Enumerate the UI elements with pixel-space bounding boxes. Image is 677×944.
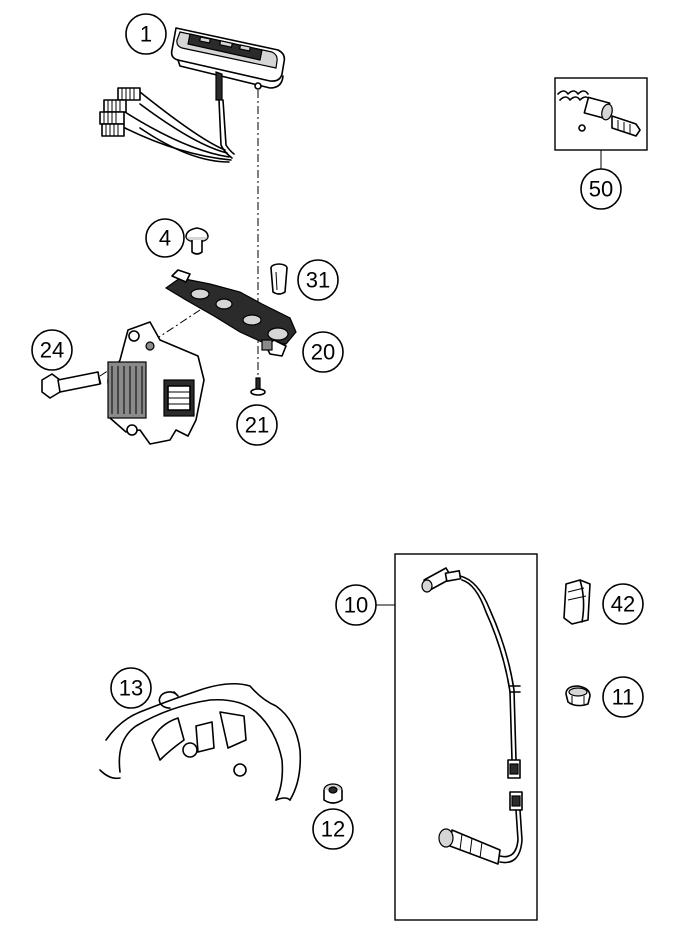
callout-label-4: 4 bbox=[159, 226, 171, 251]
hose-clamp-part[interactable] bbox=[565, 685, 591, 707]
speed-sensor-cable-part[interactable] bbox=[376, 553, 538, 921]
callout-42: 42 bbox=[602, 583, 644, 625]
callout-11: 11 bbox=[602, 676, 644, 718]
sensor-cable-box bbox=[394, 553, 538, 921]
callout-label-31: 31 bbox=[306, 268, 330, 293]
callout-24: 24 bbox=[31, 329, 73, 371]
instrument-bracket-part[interactable] bbox=[164, 269, 297, 357]
brake-disc-section-part[interactable] bbox=[99, 682, 302, 801]
callout-10: 10 bbox=[335, 584, 377, 626]
callout-20: 20 bbox=[302, 331, 344, 373]
callout-1: 1 bbox=[125, 13, 167, 55]
bolt-cap-part[interactable] bbox=[270, 263, 288, 295]
bushing-part[interactable] bbox=[323, 783, 343, 804]
callout-label-21: 21 bbox=[245, 413, 269, 438]
callout-label-12: 12 bbox=[321, 817, 345, 842]
callout-label-50: 50 bbox=[589, 177, 613, 202]
callout-50: 50 bbox=[580, 168, 622, 210]
callout-label-20: 20 bbox=[311, 340, 335, 365]
callout-13: 13 bbox=[110, 667, 152, 709]
callout-label-10: 10 bbox=[344, 593, 368, 618]
callout-21: 21 bbox=[236, 404, 278, 446]
rubber-plug-part[interactable] bbox=[185, 227, 209, 255]
callout-label-42: 42 bbox=[611, 592, 635, 617]
callout-label-11: 11 bbox=[612, 685, 635, 710]
callout-label-24: 24 bbox=[40, 338, 64, 363]
callout-31: 31 bbox=[297, 259, 339, 301]
speedometer-display-part[interactable] bbox=[99, 27, 286, 163]
cable-clip-part[interactable] bbox=[563, 579, 591, 625]
callout-label-1: 1 bbox=[140, 22, 152, 47]
callout-label-13: 13 bbox=[119, 676, 143, 701]
callout-12: 12 bbox=[312, 808, 354, 850]
callout-4: 4 bbox=[145, 218, 185, 258]
circlip-part[interactable] bbox=[158, 691, 179, 709]
screw-part[interactable] bbox=[250, 377, 266, 396]
holder-assembly-part[interactable] bbox=[107, 321, 205, 445]
lock-set-part[interactable] bbox=[554, 77, 648, 170]
